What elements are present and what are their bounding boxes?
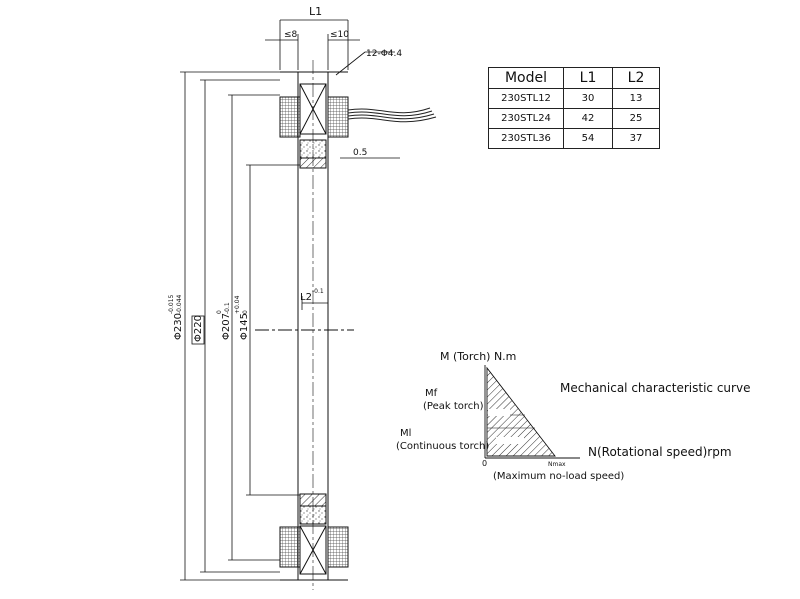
- curve-ml: Ml: [400, 428, 411, 439]
- curve-mf-sub: (Peak torch): [423, 401, 484, 412]
- svg-text:0: 0: [242, 310, 249, 314]
- pcd-label: Φ220: [191, 315, 205, 345]
- curve-mf: Mf: [425, 388, 438, 399]
- table-header-row: Model L1 L2: [488, 67, 660, 89]
- table-row: 230STL36 54 37: [488, 128, 660, 149]
- curve-x-axis: N(Rotational speed)rpm: [588, 445, 732, 459]
- dim-l2-tol: -0.1: [312, 288, 324, 295]
- table-cell: 30: [563, 88, 613, 109]
- dim-holes: 12-Φ4.4: [366, 49, 402, 59]
- motor-section: [255, 60, 354, 590]
- table-cell: 230STL36: [488, 128, 564, 149]
- curve-nmax-note: (Maximum no-load speed): [493, 471, 624, 482]
- svg-text:Φ207: Φ207: [221, 313, 232, 340]
- top-dimensions: [265, 19, 400, 310]
- table-header-l1: L1: [563, 67, 613, 89]
- dim-l1: L1: [309, 5, 322, 18]
- d207-label: Φ207 0 -0.1: [216, 302, 232, 340]
- table-cell: 42: [563, 108, 613, 129]
- characteristic-curve: [484, 365, 580, 459]
- dim-gap: 0.5: [353, 148, 367, 158]
- table-row: 230STL12 30 13: [488, 88, 660, 109]
- curve-nmax: Nmax: [548, 461, 566, 468]
- table-cell: 54: [563, 128, 613, 149]
- svg-text:Φ220: Φ220: [193, 315, 204, 342]
- curve-ml-sub: (Continuous torch): [396, 441, 489, 452]
- table-cell: 37: [612, 128, 660, 149]
- table-cell: 25: [612, 108, 660, 129]
- table-cell: 13: [612, 88, 660, 109]
- svg-text:+0.04: +0.04: [234, 295, 241, 314]
- curve-y-axis: M (Torch) N.m: [440, 350, 516, 363]
- svg-text:-0.1: -0.1: [224, 302, 231, 314]
- curve-origin: 0: [482, 459, 487, 468]
- svg-text:Φ230: Φ230: [173, 313, 184, 340]
- table-row: 230STL24 42 25: [488, 108, 660, 129]
- svg-text:-0.015: -0.015: [168, 294, 175, 314]
- dim-right-width: ≤10: [330, 30, 349, 40]
- diameter-dimensions: [180, 71, 300, 581]
- dim-left-width: ≤8: [284, 30, 298, 40]
- svg-text:0: 0: [216, 310, 223, 314]
- svg-text:Φ145: Φ145: [239, 313, 250, 340]
- svg-text:-0.044: -0.044: [176, 294, 183, 314]
- table-header-model: Model: [488, 67, 564, 89]
- dim-l2: L2: [300, 292, 312, 303]
- table-cell: 230STL12: [488, 88, 564, 109]
- id-label: Φ145 +0.04 0: [234, 295, 250, 340]
- table-cell: 230STL24: [488, 108, 564, 129]
- table-header-l2: L2: [612, 67, 660, 89]
- od-label: Φ230 -0.015 -0.044: [168, 294, 184, 340]
- model-table: Model L1 L2 230STL12 30 13 230STL24 42 2…: [488, 67, 660, 149]
- cable: [347, 107, 437, 123]
- curve-title: Mechanical characteristic curve: [560, 381, 750, 395]
